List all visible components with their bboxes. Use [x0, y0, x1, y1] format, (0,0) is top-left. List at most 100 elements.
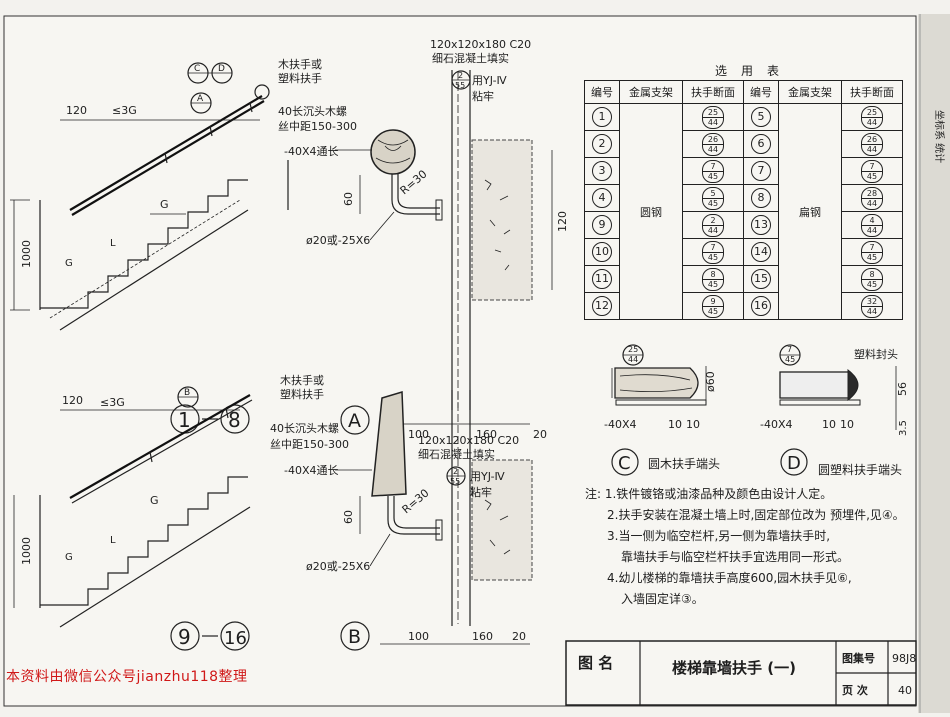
- item-number: 12: [592, 296, 612, 316]
- dim-60-b: 60: [342, 510, 355, 524]
- ref-bottom: 55: [455, 81, 465, 90]
- c-title: 圆木扶手端头: [648, 456, 720, 471]
- binding-strip: [918, 14, 950, 713]
- d-letter: D: [787, 453, 801, 474]
- dim-g2: G: [65, 258, 73, 269]
- bar-size: ø20或-25X6: [306, 234, 370, 247]
- screw-2-b: 丝中距150-300: [270, 438, 349, 451]
- range-end-8: 8: [228, 408, 241, 432]
- conc-spec-b: 120x120x180 C20: [418, 434, 519, 447]
- table-cell: 1: [584, 103, 620, 131]
- table-header-cell: 扶手断面: [682, 80, 744, 104]
- table-cell: 10: [584, 238, 620, 266]
- bubble-c: C: [194, 64, 200, 74]
- screw-2: 丝中距150-300: [278, 120, 357, 133]
- item-number: 8: [751, 188, 771, 208]
- note-line: 3.当一侧为临空栏杆,另一侧为靠墙扶手时,: [607, 529, 831, 543]
- table-cell: 8: [743, 184, 779, 212]
- rail-type-2-b: 塑料扶手: [280, 387, 324, 401]
- adhesive2-b: 粘牢: [470, 485, 492, 499]
- selection-table-title: 选用表: [715, 64, 794, 78]
- title-text: 楼梯靠墙扶手 (一): [672, 659, 796, 677]
- rail-type-1-b: 木扶手或: [280, 373, 324, 387]
- screw-1: 40长沉头木螺: [278, 105, 347, 118]
- atlas-no: 98J8: [892, 652, 916, 665]
- table-cell: 3: [584, 157, 620, 185]
- adhesive: 用YJ-Ⅳ: [472, 74, 508, 87]
- d-flat: -40X4: [760, 418, 793, 431]
- dim-20: 20: [533, 428, 547, 441]
- range-start-1: 1: [178, 408, 191, 432]
- d-end-cap: 塑料封头: [854, 347, 898, 361]
- dim-160-b: 160: [472, 630, 493, 643]
- dim-120: 120: [66, 104, 87, 117]
- note-line: 靠墙扶手与临空栏杆扶手宜选用同一形式。: [621, 550, 850, 564]
- item-number: 6: [751, 134, 771, 154]
- bubble-a: A: [197, 94, 204, 104]
- item-number: 13: [751, 215, 771, 235]
- atlas-label: 图集号: [842, 651, 875, 665]
- flat-bar: -40X4通长: [284, 145, 339, 158]
- table-cell: 15: [743, 265, 779, 293]
- dim-100: 100: [408, 428, 429, 441]
- item-number: 16: [751, 296, 771, 316]
- item-number: 4: [592, 188, 612, 208]
- c-flat: -40X4: [604, 418, 637, 431]
- detail-a-label: A: [348, 410, 361, 432]
- table-header-cell: 金属支架: [778, 80, 842, 104]
- conc-fill: 细石混凝土填实: [432, 51, 509, 65]
- watermark: 本资料由微信公众号jianzhu118整理: [6, 669, 248, 685]
- item-number: 5: [751, 107, 771, 127]
- adhesive-b: 用YJ-Ⅳ: [470, 470, 506, 483]
- ref-top-b: 2: [453, 467, 458, 476]
- table-cell: 12: [584, 292, 620, 320]
- title-label: 图 名: [578, 654, 613, 672]
- note-line: 2.扶手安装在混凝土墙上时,固定部位改为 预埋件,见④。: [607, 508, 905, 522]
- table-cell: 13: [743, 211, 779, 239]
- detail-b-label: B: [348, 626, 361, 648]
- ref-bottom-b: 55: [450, 477, 460, 486]
- d-title: 圆塑料扶手端头: [818, 462, 902, 477]
- bubble-b: B: [184, 388, 190, 398]
- title-block: 图 名 楼梯靠墙扶手 (一) 图集号 98J8 页 次 40: [565, 640, 917, 706]
- table-cell: 7: [743, 157, 779, 185]
- rail-type-1: 木扶手或: [278, 57, 322, 71]
- range-end-16: 16: [224, 628, 247, 649]
- table-header-cell: 编号: [743, 80, 779, 104]
- dim-20-b: 20: [512, 630, 526, 643]
- dim-120-v: 120: [556, 211, 569, 232]
- dim-1000-b: 1000: [20, 537, 33, 565]
- page-label: 页 次: [842, 683, 868, 697]
- note-line: 注: 1.铁件镀铬或油漆品种及颜色由设计人定。: [585, 487, 833, 501]
- detail-b: 120x120x180 C20 细石混凝土填实 2 55 用YJ-Ⅳ 粘牢 木扶…: [270, 373, 533, 651]
- table-header-cell: 编号: [584, 80, 620, 104]
- item-number: 2: [592, 134, 612, 154]
- item-number: 10: [592, 242, 612, 262]
- table-header-cell: 扶手断面: [841, 80, 903, 104]
- d-ref-bottom: 45: [785, 355, 795, 364]
- support-left: 圆钢: [619, 103, 683, 320]
- page-no: 40: [898, 684, 912, 697]
